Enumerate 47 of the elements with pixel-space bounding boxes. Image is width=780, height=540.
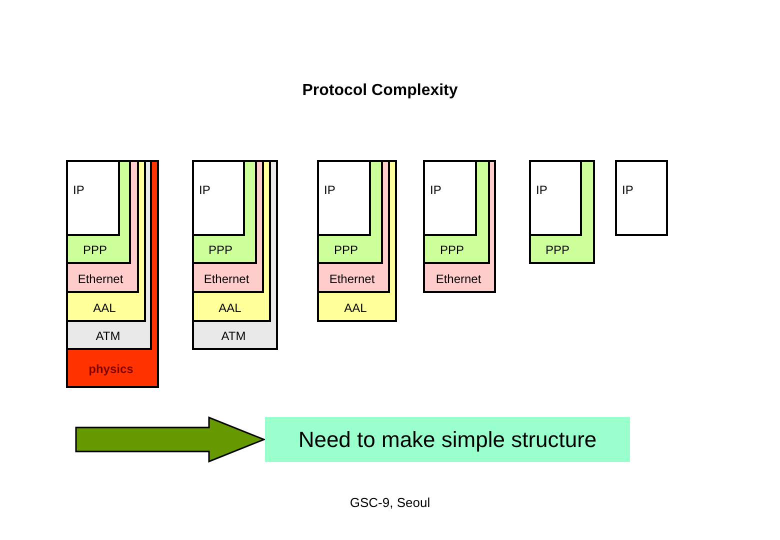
ip-layer-box xyxy=(423,160,477,236)
ethernet-layer-box xyxy=(192,160,264,293)
ip-layer-box xyxy=(615,160,668,236)
ppp-layer-box xyxy=(66,160,131,264)
footer-text: GSC-9, Seoul xyxy=(348,495,432,510)
ppp-layer-box xyxy=(317,160,383,264)
ethernet-layer-box xyxy=(317,160,390,293)
layer-label: PPP xyxy=(332,242,359,259)
layer-label: ATM xyxy=(220,328,247,345)
layer-label: PPP xyxy=(438,242,465,259)
layer-label: IP xyxy=(430,182,442,198)
layer-label: IP xyxy=(622,182,634,198)
diagram-title: Protocol Complexity xyxy=(301,82,459,100)
layer-label: PPP xyxy=(544,242,570,259)
layer-label: Ethernet xyxy=(434,270,482,288)
atm-layer-box xyxy=(192,160,278,350)
ip-layer-box xyxy=(317,160,371,236)
ethernet-layer-box xyxy=(66,160,139,293)
ppp-layer-box xyxy=(529,160,595,264)
layer-label: IP xyxy=(199,182,210,198)
layer-label: PPP xyxy=(207,242,234,259)
physics-layer-box xyxy=(66,160,159,388)
ip-layer-box xyxy=(66,160,120,236)
ppp-layer-box xyxy=(423,160,490,264)
aal-layer-box xyxy=(192,160,271,322)
ip-layer-box xyxy=(529,160,582,236)
atm-layer-box xyxy=(66,160,152,350)
layer-label: physics xyxy=(88,361,134,378)
aal-layer-box xyxy=(66,160,146,322)
ppp-layer-box xyxy=(192,160,257,264)
note-box xyxy=(265,417,630,462)
ethernet-layer-box xyxy=(423,160,496,293)
layer-label: Ethernet xyxy=(202,270,250,288)
layer-label: AAL xyxy=(92,300,117,316)
layer-label: AAL xyxy=(343,300,368,316)
layer-label: PPP xyxy=(82,242,108,259)
layer-label: ATM xyxy=(94,328,122,345)
aal-layer-box xyxy=(317,160,397,322)
layer-label: IP xyxy=(536,182,548,198)
ip-layer-box xyxy=(192,160,245,236)
layer-label: IP xyxy=(73,182,84,198)
note-text: Need to make simple structure xyxy=(297,426,598,454)
layer-label: Ethernet xyxy=(328,270,376,288)
block-arrow xyxy=(75,416,266,463)
layer-label: Ethernet xyxy=(76,270,124,288)
layer-label: IP xyxy=(324,182,336,198)
layer-label: AAL xyxy=(218,300,242,316)
